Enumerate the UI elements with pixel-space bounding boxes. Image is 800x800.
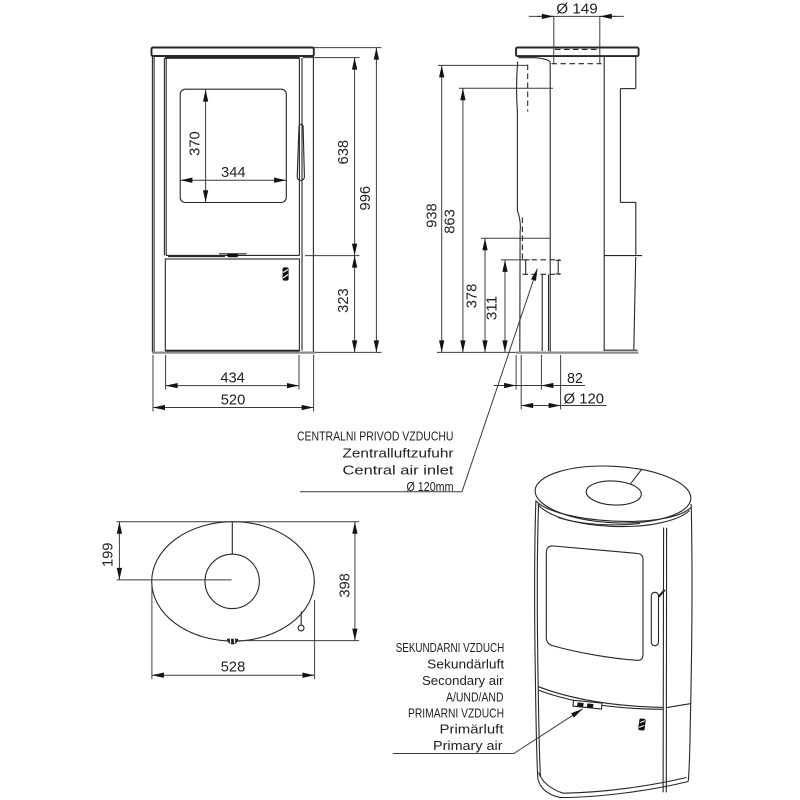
svg-text:Zentralluftzufuhr: Zentralluftzufuhr (343, 446, 455, 461)
svg-text:378: 378 (464, 284, 481, 309)
svg-text:PRIMARNI VZDUCH: PRIMARNI VZDUCH (408, 706, 504, 721)
svg-text:370: 370 (187, 131, 204, 156)
svg-text:Sekundärluft: Sekundärluft (427, 657, 504, 672)
svg-text:Primary air: Primary air (433, 738, 503, 753)
svg-text:Ø 120mm: Ø 120mm (407, 479, 454, 494)
svg-text:528: 528 (221, 658, 246, 675)
svg-text:863: 863 (441, 209, 458, 234)
svg-text:Ø 120: Ø 120 (564, 390, 605, 407)
svg-text:Ø 149: Ø 149 (556, 1, 598, 18)
svg-text:638: 638 (335, 140, 352, 165)
svg-text:Central air inlet: Central air inlet (343, 463, 454, 478)
svg-text:CENTRALNI PRIVOD VZDUCHU: CENTRALNI PRIVOD VZDUCHU (297, 428, 454, 443)
svg-text:323: 323 (335, 288, 352, 313)
svg-text:434: 434 (220, 369, 245, 386)
svg-text:344: 344 (221, 164, 246, 181)
svg-text:SEKUNDARNI VZDUCH: SEKUNDARNI VZDUCH (396, 640, 505, 655)
svg-text:Secondary air: Secondary air (422, 673, 504, 688)
svg-text:311: 311 (484, 296, 501, 321)
svg-text:Primärluft: Primärluft (440, 722, 504, 737)
svg-text:520: 520 (221, 392, 246, 409)
svg-text:A/UND/AND: A/UND/AND (446, 690, 504, 705)
svg-text:82: 82 (567, 370, 583, 387)
svg-text:398: 398 (336, 573, 353, 598)
svg-text:199: 199 (100, 543, 117, 568)
svg-text:996: 996 (357, 186, 374, 211)
svg-text:938: 938 (423, 203, 440, 228)
